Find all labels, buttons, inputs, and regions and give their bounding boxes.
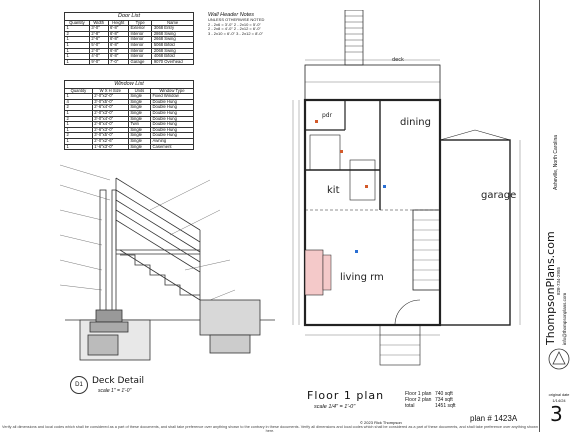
door-list-header-cell: Height	[107, 19, 129, 27]
copyright: © 2023 Rick Thompson	[360, 420, 402, 425]
deck-detail-title: Deck Detail	[92, 376, 145, 386]
table-cell: Single	[127, 104, 152, 111]
deck-detail-drawing	[60, 164, 275, 361]
table-cell: Single	[127, 115, 152, 123]
table-cell: Double Hung	[150, 98, 194, 106]
door-list-header-cell: Type	[127, 19, 153, 27]
table-cell: Double Hung	[150, 121, 194, 128]
table-cell: Twin	[127, 121, 152, 128]
wall-header-note-line: UNLESS OTHERWISE NOTED	[208, 17, 265, 22]
table-cell: 6'-8"	[107, 25, 129, 32]
wall-header-notes: Wall Header Notes UNLESS OTHERWISE NOTED…	[208, 12, 308, 36]
title-block-phone: 828-734-2955	[556, 266, 561, 295]
title-block: Asheville, North Carolina ThompsonPlans.…	[539, 0, 576, 432]
table-cell: 7'-0"	[107, 58, 129, 66]
table-cell: Double Hung	[150, 110, 194, 117]
footer-note: Verify all dimensions and local codes wh…	[2, 425, 538, 433]
table-cell: 1'-6"x3'-0"	[91, 143, 129, 151]
door-list-header-cell: Name	[151, 19, 194, 27]
title-block-location: Asheville, North Carolina	[553, 134, 559, 190]
title-block-original-date-label: original date	[548, 393, 570, 397]
room-label-garage: garage	[481, 190, 517, 201]
deck-detail-scale: scale 1" = 1'-0"	[98, 388, 132, 394]
sheet-number: 3	[550, 402, 563, 426]
title-block-date: 1/14/24	[552, 398, 566, 403]
table-cell: 1	[64, 25, 90, 32]
room-label-pdr: pdr	[322, 112, 333, 119]
table-cell: Double Hung	[150, 115, 194, 123]
door-list-title: Door List	[64, 12, 194, 20]
wall-header-note-line: 3 - 2x10 = 6'-0" 3 - 2x12 = 8'-0"	[208, 30, 264, 36]
table-cell: Single	[127, 143, 152, 151]
room-label-dining: dining	[400, 117, 431, 128]
table-cell: Garage	[127, 58, 153, 66]
title-block-email: info@thompsonplans.com	[562, 292, 567, 345]
plan-number: plan # 1423A	[470, 414, 518, 423]
table-cell: 3068 Entry	[151, 25, 194, 32]
table-cell: Single	[127, 110, 152, 117]
table-cell: 1	[64, 58, 90, 66]
wall-header-notes-title: Wall Header Notes	[208, 12, 255, 18]
window-list-header-cell: Window Type	[150, 87, 194, 95]
room-label-kit: kit	[327, 185, 340, 196]
room-label-deck: deck	[392, 57, 404, 63]
floor-plan-scale: scale 1/4" = 1'-0"	[314, 404, 356, 410]
wall-header-note-line: 2 - 2x6 = 3'-0" 2 - 2x10 = 5'-0"	[208, 21, 261, 27]
table-cell: Exterior	[127, 25, 153, 32]
table-cell: Casement	[150, 143, 194, 151]
table-cell: Fixed Window	[150, 93, 194, 100]
window-list-header-cell: Units	[127, 87, 152, 95]
window-list-title: Window List	[64, 80, 194, 88]
table-cell: 1	[64, 143, 93, 151]
deck-detail-number: D1	[70, 376, 88, 394]
table-cell: 9070 Overhead	[151, 58, 194, 66]
table-cell: Single	[127, 93, 152, 100]
room-label-living-rm: living rm	[340, 272, 384, 283]
floor-plan-title: Floor 1 plan	[307, 389, 385, 402]
wall-header-note-line: 2 - 2x8 = 4'-0" 2 - 2x12 = 6'-0"	[208, 26, 261, 32]
thompson-plans-logo	[548, 348, 570, 370]
door-list-header-cell: Quantity	[64, 19, 90, 27]
table-cell: Double Hung	[150, 104, 194, 111]
floor-plan-drawing	[292, 10, 521, 366]
table-cell: 9'-0"	[88, 58, 109, 66]
table-cell: Single	[127, 98, 152, 106]
